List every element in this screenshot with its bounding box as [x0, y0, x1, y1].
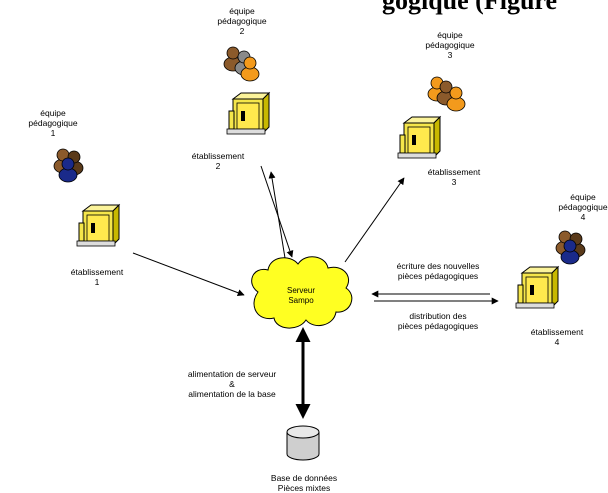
feed-flow-label: alimentation de serveur & alimentation d… [187, 369, 277, 399]
school-label-4: établissement 4 [530, 327, 584, 347]
arrow-server-to-school3 [344, 177, 405, 263]
team-label-1: équipe pédagogique 1 [28, 108, 78, 138]
team-label-2: équipe pédagogique 2 [217, 6, 267, 36]
team-label-3: équipe pédagogique 3 [425, 30, 475, 60]
server-label: Serveur Sampo [286, 286, 315, 305]
building-icon-3 [397, 116, 441, 159]
arrow-server-to-school2 [268, 171, 286, 259]
school-label-3: établissement 3 [427, 167, 481, 187]
header-fragment: gogique (Figure [382, 0, 564, 15]
school-label-1: établissement 1 [70, 267, 124, 287]
arrow-school1-to-server [132, 252, 245, 297]
distribute-flow-label: distribution des pièces pédagogiques [397, 311, 479, 331]
server-cloud [251, 256, 353, 329]
arrow-school2-to-server [260, 165, 294, 258]
database-icon [286, 425, 320, 461]
team-label-4: équipe pédagogique 4 [558, 192, 608, 222]
people-icon-4 [555, 230, 586, 265]
people-icon-1 [53, 148, 84, 183]
building-icon-2 [226, 92, 270, 135]
school-label-2: établissement 2 [191, 151, 245, 171]
people-icon-3 [427, 76, 466, 112]
database-label: Base de données Pièces mixtes [270, 473, 338, 493]
write-flow-label: écriture des nouvelles pièces pédagogiqu… [396, 261, 480, 281]
building-icon-4 [515, 266, 559, 309]
people-icon-2 [223, 46, 260, 82]
building-icon-1 [76, 204, 120, 247]
